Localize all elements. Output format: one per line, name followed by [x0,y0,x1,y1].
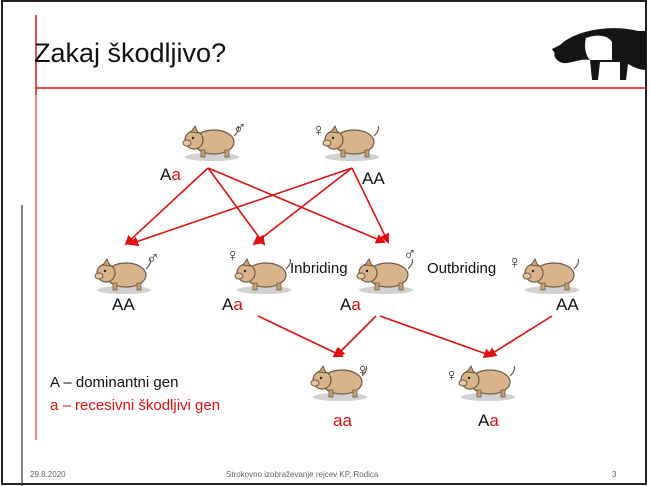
gender-symbol: ♀ [226,245,240,265]
piglet-icon [94,258,152,295]
genotype-recessive: a [489,411,499,430]
genotype-dominant: A [160,165,172,184]
genotype-recessive: a [171,165,181,184]
genotype-label: AA [362,170,385,187]
genotype-label: Aa [478,412,499,429]
genotype-label: Aa [222,296,243,313]
page-number: 3 [612,470,617,479]
piglet-icon [322,125,380,162]
genotype-label: Aa [160,166,181,183]
gender-symbol: ♀ [356,360,370,380]
outbreeding-label: Outbriding [427,260,497,277]
genotype-dominant: AA [556,295,579,314]
footer-date: 29.8.2020 [30,470,66,479]
gender-symbol: ♂ [403,244,417,264]
genotype-label: aa [333,412,352,429]
gender-symbol: ♂ [146,248,160,268]
legend-dominant: A – dominantni gen [50,374,179,391]
gender-symbol: ♀ [312,120,326,140]
genotype-recessive: a [233,295,243,314]
genotype-recessive: a [351,295,361,314]
gender-symbol: ♀ [508,252,522,272]
piglet-icon [356,258,414,295]
inbreeding-label: Inbriding [290,260,348,277]
piglet-icon [458,365,516,402]
genotype-dominant: A [340,295,352,314]
genotype-dominant: A [478,411,490,430]
genotype-label: AA [112,296,135,313]
piglet-icon [522,258,580,295]
genotype-label: AA [556,296,579,313]
genotype-recessive: aa [333,411,352,430]
genotype-label: Aa [340,296,361,313]
footer-text: Strokovno izobraževanje rejcev KP, Rodic… [226,470,379,479]
page-title: Zakaj škodljivo? [34,38,227,68]
piglet-icon [182,125,240,162]
legend-recessive: a – recesivni škodljivi gen [50,397,221,414]
gender-symbol: ♀ [445,365,459,385]
gender-symbol: ♂ [233,118,247,138]
inheritance-arrows [124,167,553,359]
genotype-dominant: AA [112,295,135,314]
black-and-white-pig-icon [552,28,646,80]
genotype-dominant: AA [362,169,385,188]
genotype-dominant: A [222,295,234,314]
piglet-icon [234,258,292,295]
